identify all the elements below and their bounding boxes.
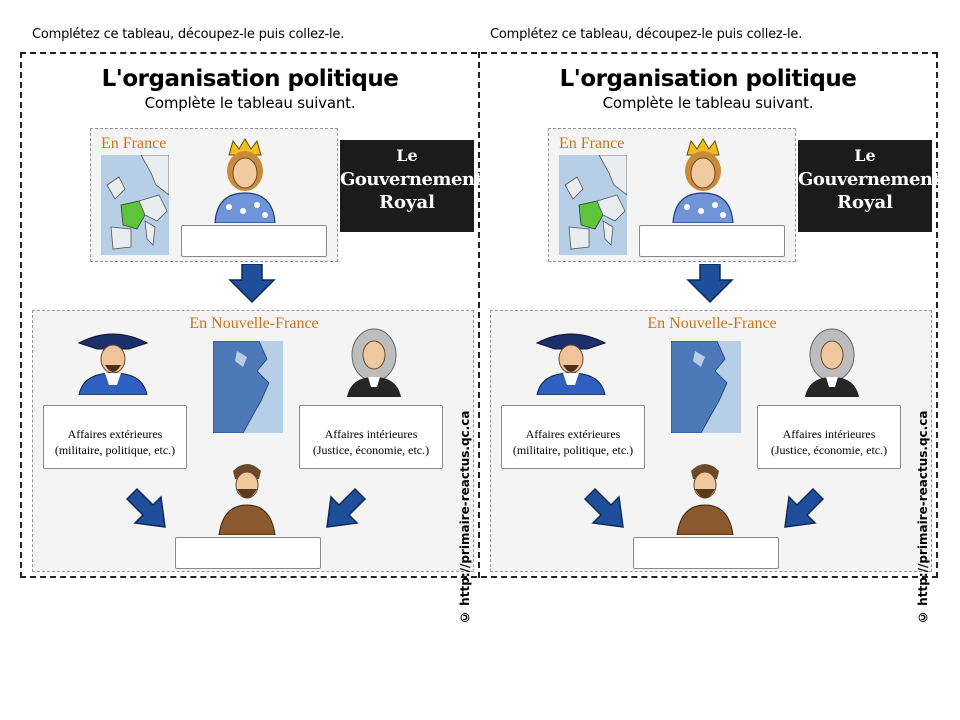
arrow-diagonal-icon [781, 487, 825, 531]
king-icon [667, 137, 739, 224]
card-title: L'organisation politique [559, 66, 857, 92]
intendant-icon [341, 325, 407, 397]
europe-map-icon [559, 154, 628, 255]
worksheet-card-right: L'organisation politique Complète le tab… [480, 54, 941, 624]
cut-divider [478, 52, 480, 578]
instruction-left: Complétez ce tableau, découpez-le puis c… [32, 27, 345, 42]
card-subtitle: Complète le tableau suivant. [602, 94, 814, 112]
affaires-exterieures-box[interactable]: Affaires extérieures (militaire, politiq… [501, 405, 645, 469]
card-title: L'organisation politique [101, 66, 399, 92]
gouv-line3: Royal [379, 192, 435, 213]
governor-icon [73, 329, 153, 396]
card-subtitle: Complète le tableau suivant. [144, 94, 356, 112]
intendant-icon [799, 325, 865, 397]
nouvelle-france-section: En Nouvelle-France [490, 310, 932, 572]
instruction-right: Complétez ce tableau, découpez-le puis c… [490, 27, 803, 42]
arrow-diagonal-icon [583, 487, 627, 531]
copyright-text: © http://primaire-reactus.qc.ca [458, 410, 472, 624]
gouvernement-royal-box: Le Gouvernement Royal [798, 140, 941, 232]
arrow-down-icon [686, 263, 734, 304]
affaires-int-line1: Affaires intérieures [324, 427, 418, 441]
affaires-ext-line2: (militaire, politique, etc.) [54, 443, 176, 457]
nouvelle-france-section: En Nouvelle-France [32, 310, 474, 572]
nouvelle-france-label: En Nouvelle-France [189, 315, 319, 332]
france-label: En France [101, 135, 167, 152]
affaires-interieures-box[interactable]: Affaires intérieures (Justice, économie,… [299, 405, 443, 469]
affaires-ext-line2: (militaire, politique, etc.) [512, 443, 634, 457]
france-section: En France [548, 128, 796, 262]
gouv-line2: Gouvernement [798, 169, 941, 190]
affaires-ext-line1: Affaires extérieures [67, 427, 163, 441]
gouvernement-royal-box: Le Gouvernement Royal [340, 140, 483, 232]
france-label: En France [559, 135, 625, 152]
bishop-icon [215, 459, 279, 536]
america-map-icon [670, 340, 741, 434]
nouvelle-france-label: En Nouvelle-France [647, 315, 777, 332]
arrow-down-icon [228, 263, 276, 304]
america-map-icon [212, 340, 283, 434]
france-answer-box[interactable] [639, 225, 785, 257]
nouvelle-france-answer-box[interactable] [175, 537, 321, 569]
affaires-ext-line1: Affaires extérieures [525, 427, 621, 441]
affaires-int-line1: Affaires intérieures [782, 427, 876, 441]
governor-icon [531, 329, 611, 396]
gouv-line1: Le [396, 146, 418, 165]
france-section: En France [90, 128, 338, 262]
gouv-line1: Le [854, 146, 876, 165]
affaires-exterieures-box[interactable]: Affaires extérieures (militaire, politiq… [43, 405, 187, 469]
gouv-line3: Royal [837, 192, 893, 213]
france-answer-box[interactable] [181, 225, 327, 257]
affaires-interieures-box[interactable]: Affaires intérieures (Justice, économie,… [757, 405, 901, 469]
arrow-diagonal-icon [125, 487, 169, 531]
bishop-icon [673, 459, 737, 536]
king-icon [209, 137, 281, 224]
europe-map-icon [101, 154, 170, 255]
affaires-int-line2: (Justice, économie, etc.) [312, 443, 430, 457]
affaires-int-line2: (Justice, économie, etc.) [770, 443, 888, 457]
gouv-line2: Gouvernement [340, 169, 483, 190]
worksheet-card-left: L'organisation politique Complète le tab… [22, 54, 483, 624]
copyright-text: © http://primaire-reactus.qc.ca [916, 410, 930, 624]
arrow-diagonal-icon [323, 487, 367, 531]
nouvelle-france-answer-box[interactable] [633, 537, 779, 569]
